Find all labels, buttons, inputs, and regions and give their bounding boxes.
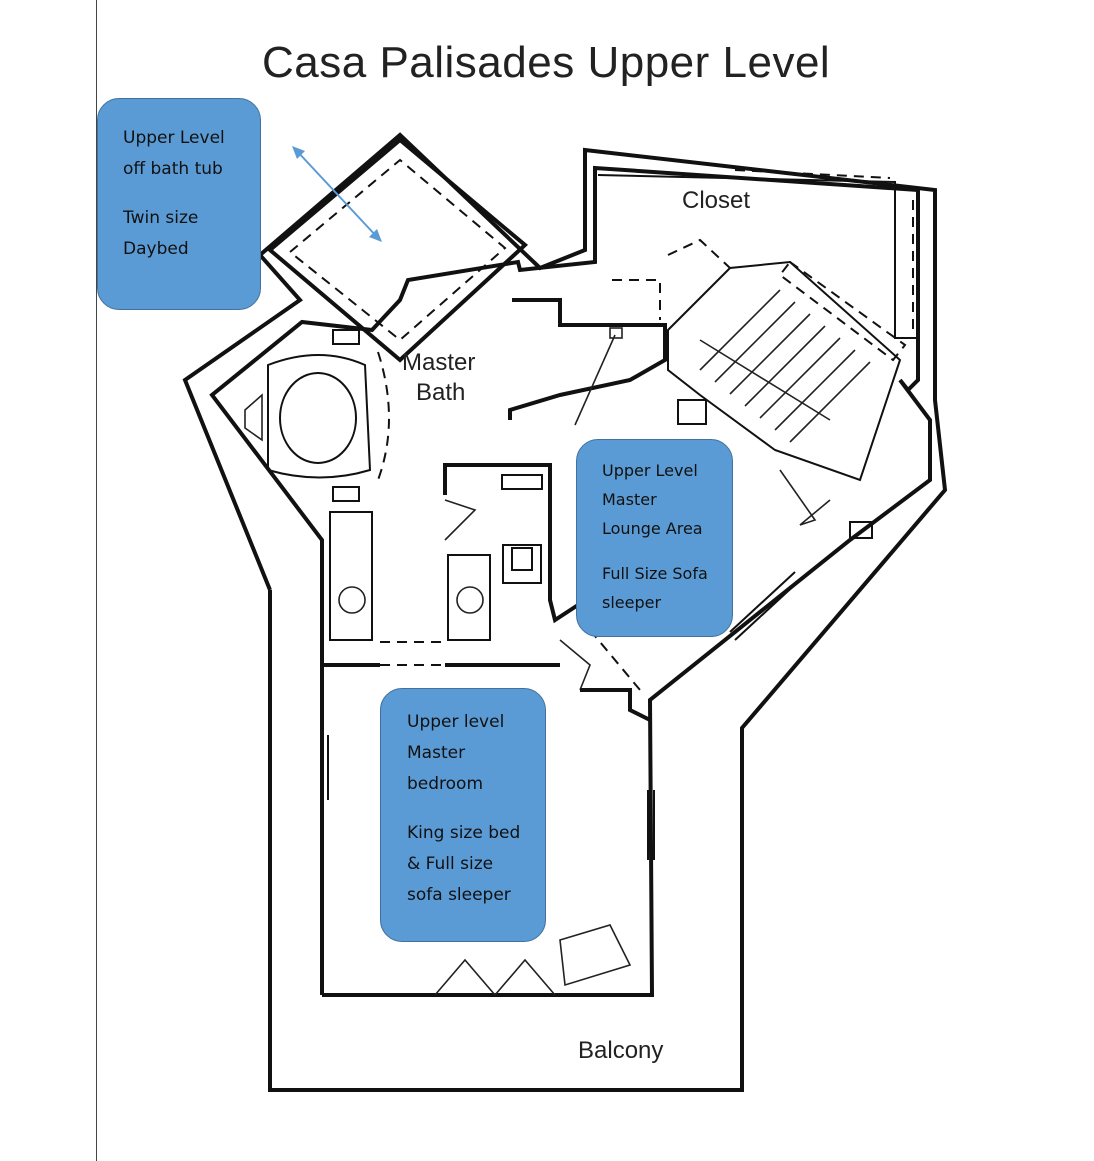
toilet-door <box>444 499 477 541</box>
callout-lounge: Upper Level Master Lounge Area Full Size… <box>576 439 733 637</box>
stair-rail <box>778 260 907 362</box>
callout-line: Master <box>407 743 466 763</box>
lounge-window-inner <box>729 571 796 633</box>
shower-glass-line <box>574 334 616 426</box>
shower-glass <box>612 279 661 320</box>
building-outline <box>209 165 932 997</box>
bath-tub <box>279 372 357 464</box>
shower-wall <box>508 298 667 420</box>
bidet <box>501 474 543 490</box>
lounge-door-left <box>559 639 591 691</box>
stair-post <box>677 399 707 425</box>
arrow-head-start <box>292 146 305 159</box>
shower-head <box>609 327 623 339</box>
lounge-door-swing <box>589 629 641 691</box>
daybed-outline <box>288 158 507 342</box>
toilet-room-wall <box>443 463 580 624</box>
toilet <box>502 544 542 584</box>
callout-line: Upper Level <box>602 461 698 480</box>
staircase <box>667 260 902 482</box>
callout-detail: King size bed <box>407 823 521 843</box>
toilet-bowl <box>511 547 533 571</box>
callout-line: Lounge Area <box>602 519 703 538</box>
stair-treads <box>699 289 871 443</box>
tub-tap-top <box>332 329 360 345</box>
arrow-line <box>295 149 379 239</box>
callout-detail: Full Size Sofa <box>602 564 708 583</box>
daybed-alcove <box>266 137 529 363</box>
callout-detail: & Full size <box>407 854 494 874</box>
balcony-outline <box>182 132 948 1092</box>
callout-daybed: Upper Level off bath tub Twin size Daybe… <box>97 98 261 310</box>
callout-detail: Daybed <box>123 239 189 259</box>
callout-detail: Twin size <box>123 208 199 228</box>
callout-line: Master <box>602 490 657 509</box>
page-title: Casa Palisades Upper Level <box>262 38 831 87</box>
callout-line: off bath tub <box>123 159 223 179</box>
shower-door-swing <box>667 238 731 269</box>
tub-step <box>244 393 263 442</box>
callout-line: bedroom <box>407 774 484 794</box>
callout-detail: sofa sleeper <box>407 885 511 905</box>
tub-tap <box>332 486 360 502</box>
callout-bedroom: Upper level Master bedroom King size bed… <box>380 688 546 942</box>
lounge-door-right <box>779 469 831 526</box>
callout-line: Upper level <box>407 712 505 732</box>
vanity-left <box>329 511 373 641</box>
callout-detail: sleeper <box>602 593 662 612</box>
closet-shelf <box>734 169 891 179</box>
french-doors <box>434 958 556 996</box>
tub-surround <box>267 354 372 479</box>
bedroom-closet-door <box>559 924 632 987</box>
sink-left <box>338 586 366 614</box>
lounge-window <box>734 579 801 641</box>
vanity-right <box>447 554 491 641</box>
callout-line: Upper Level <box>123 128 225 148</box>
lounge-post <box>849 521 873 539</box>
closet-wall <box>597 174 918 339</box>
page-margin-line <box>96 0 97 1161</box>
lounge-wall <box>580 688 651 722</box>
sink-right <box>456 586 484 614</box>
arrow-head-end <box>369 229 382 242</box>
